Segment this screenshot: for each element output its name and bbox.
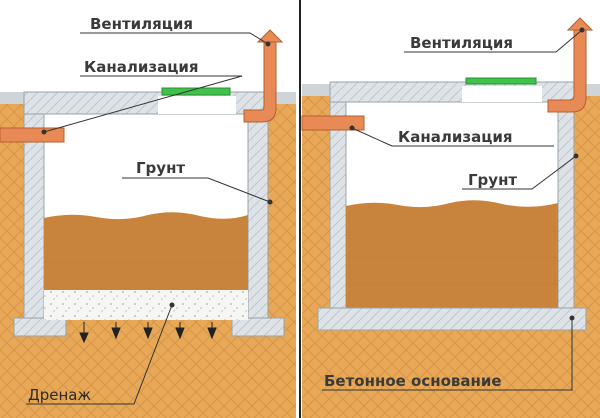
left-label-soil: Грунт <box>136 159 185 177</box>
left-hatch <box>161 87 231 96</box>
right-sludge <box>346 200 558 308</box>
right-wall-right <box>557 101 575 309</box>
right-wall-left <box>329 101 347 309</box>
right-concrete-base <box>317 307 587 331</box>
right-panel <box>301 17 600 418</box>
left-footing-right <box>231 317 285 337</box>
left-drainage-arrows <box>79 322 217 344</box>
left-label-sewer: Канализация <box>84 58 198 76</box>
left-vent-cap <box>256 29 284 43</box>
right-vent-pipe <box>547 27 587 113</box>
left-panel <box>0 29 296 418</box>
right-hatch <box>465 77 537 85</box>
left-wall-left <box>23 113 45 321</box>
right-lid-opening <box>462 86 542 102</box>
left-footing-left <box>13 317 67 337</box>
left-lid-opening <box>158 96 236 114</box>
leader-lines <box>26 27 585 405</box>
right-label-ventilation: Вентиляция <box>410 34 513 52</box>
left-vent-pipe <box>243 39 277 123</box>
left-label-ventilation: Вентиляция <box>90 15 193 33</box>
left-sludge <box>44 212 248 290</box>
right-label-sewer: Канализация <box>398 128 512 146</box>
right-label-concrete-base: Бетонное основание <box>324 372 502 390</box>
left-label-drainage: Дренаж <box>28 386 91 404</box>
right-label-soil: Грунт <box>468 171 517 189</box>
left-wall-right <box>247 113 269 321</box>
right-vent-cap <box>566 17 594 31</box>
labels: Вентиляция Канализация Грунт Дренаж Вент… <box>28 15 517 404</box>
right-sewer-pipe <box>301 115 365 131</box>
left-sewer-pipe <box>0 127 65 143</box>
left-gravel-layer <box>44 290 248 320</box>
